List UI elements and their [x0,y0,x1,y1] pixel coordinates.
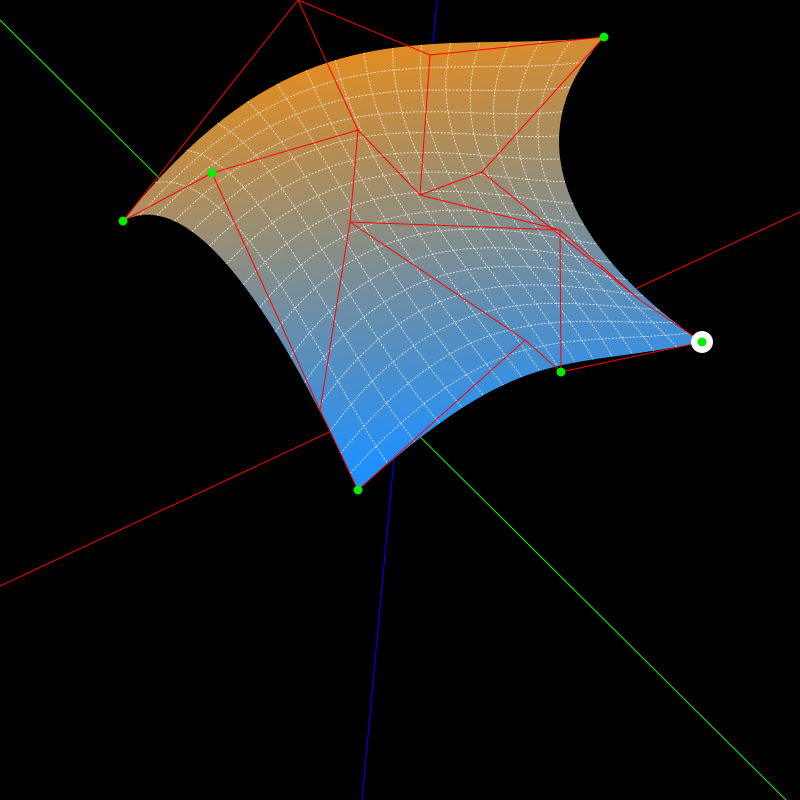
control-point-handle[interactable] [207,168,217,178]
control-net-row-segment [419,171,483,196]
control-point-handle[interactable] [697,337,707,347]
control-point-handle[interactable] [118,216,128,226]
grid-line-v [419,44,576,363]
grid-line-u [349,332,690,474]
grid-line-v [305,70,504,386]
control-point-handle[interactable] [556,367,566,377]
grid-line-u [275,228,598,333]
control-net-row-segment [429,36,605,56]
control-point-handle[interactable] [353,485,363,495]
grid-line-u [243,190,574,285]
control-net-column-segment [349,129,359,223]
grid-line-v [247,101,463,409]
control-net-column-segment [419,194,561,231]
control-net-column-segment [481,36,605,173]
control-net-row-segment [211,129,359,174]
control-net-row-segment [122,0,299,222]
grid-line-v [334,60,523,378]
control-net-row-segment [297,0,431,56]
control-net-row-segment [349,221,561,231]
grid-line-v [392,47,558,367]
grid-line-v [363,52,541,372]
grid-line-v [515,40,654,352]
grid-line-v [493,41,633,355]
control-points[interactable] [118,32,714,495]
grid-line-v [469,42,613,357]
control-net-row-segment [559,229,641,301]
control-net-column-segment [297,0,359,131]
control-net-column-segment [419,54,431,196]
control-net-column-segment [211,172,321,411]
control-net-row-segment [357,129,421,196]
control-net-column-segment [122,172,213,222]
control-net-column-segment [559,229,562,373]
control-net-column-segment [319,409,359,491]
bezier-surface[interactable] [123,37,702,490]
control-net-row-segment [560,341,703,373]
grid-line-v [537,39,677,348]
control-net-row-segment [524,339,562,373]
control-net-row-segment [319,221,351,411]
control-net-column-segment [639,299,703,343]
grid-line-v [155,181,389,465]
control-net-column-segment [481,171,641,301]
control-point-handle[interactable] [599,32,609,42]
grid-line-v [217,123,441,424]
control-net-row-segment [357,339,526,491]
control-net-column-segment [349,221,526,341]
control-net [122,0,703,491]
